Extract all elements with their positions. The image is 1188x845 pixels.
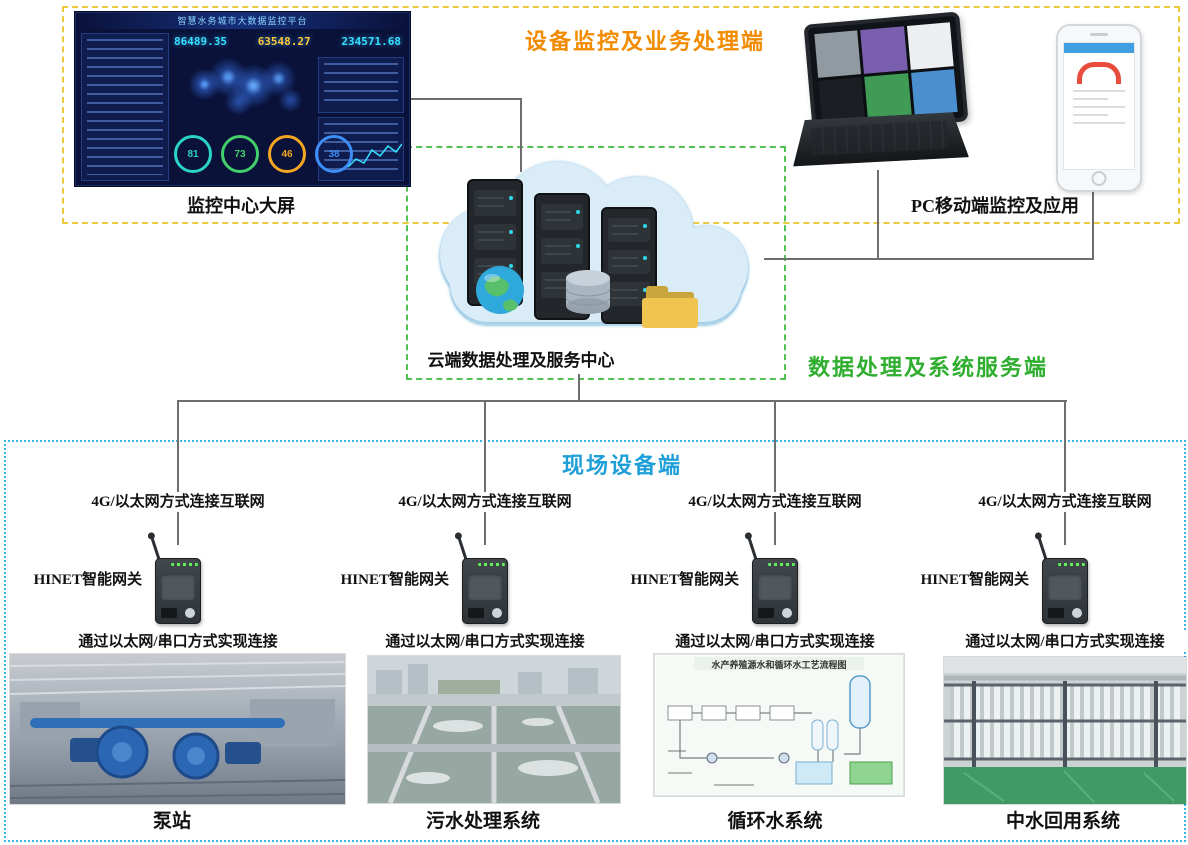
phone-graphic — [1056, 24, 1142, 192]
dashboard-left-panel — [81, 33, 169, 181]
database-icon — [565, 270, 611, 314]
sewage-plant-photo — [368, 656, 620, 803]
downlink-label-1: 通过以太网/串口方式实现连接 — [38, 630, 318, 651]
ethernet-port-icon — [758, 608, 774, 618]
gauge-circle: 81 — [174, 135, 212, 173]
connector-cloud-pc-h — [764, 258, 1094, 260]
gateway-label-3: HINET智能网关 — [630, 572, 739, 588]
globe-icon — [476, 266, 524, 314]
site-label-pump-station: 泵站 — [152, 811, 191, 832]
led-strip-icon — [768, 563, 795, 566]
led-strip-icon — [171, 563, 198, 566]
gateway-label-2: HINET智能网关 — [340, 572, 449, 588]
downlink-label-4: 通过以太网/串口方式实现连接 — [925, 630, 1188, 651]
gauge-circle: 46 — [268, 135, 306, 173]
site-label-reclaimed-water: 中水回用系统 — [1005, 811, 1120, 832]
gateway-device-icon — [746, 536, 804, 624]
stat-value: 86489.35 — [174, 35, 227, 48]
uplink-label-2: 4G/以太网方式连接互联网 — [377, 492, 593, 513]
zone-title-device-monitoring: 设备监控及业务处理端 — [524, 29, 766, 54]
dashboard-title: 智慧水务城市大数据监控平台 — [76, 13, 409, 29]
led-strip-icon — [1058, 563, 1085, 566]
connector-col3-v — [774, 400, 776, 545]
pc-mobile-label: PC移动端监控及应用 — [911, 196, 1079, 216]
gateway-device-icon — [1036, 536, 1094, 624]
phone-home-button — [1091, 171, 1107, 186]
stat-value: 63548.27 — [257, 35, 311, 48]
gauge-value: 73 — [234, 148, 246, 160]
server-tower-icon — [601, 207, 657, 324]
monitor-center-label: 监控中心大屏 — [187, 196, 295, 216]
gateway-label-4: HINET智能网关 — [920, 572, 1029, 588]
downlink-label-2: 通过以太网/串口方式实现连接 — [345, 630, 625, 651]
dashboard-world-map — [172, 57, 320, 129]
phone-screen — [1063, 42, 1135, 170]
dashboard-stats-row: 86489.35 63548.27 234571.68 — [174, 35, 401, 48]
pump-station-photo — [10, 654, 345, 804]
laptop-screen-pattern — [814, 22, 958, 124]
dashboard-sparkline — [348, 143, 402, 168]
connector-dashboard-cloud-h — [408, 98, 522, 100]
uplink-label-1: 4G/以太网方式连接互联网 — [70, 492, 286, 513]
gauge-value: 81 — [187, 148, 199, 160]
phone-speaker — [1090, 33, 1108, 36]
site-label-circulating-water: 循环水系统 — [727, 811, 823, 832]
connector-phone-v — [1092, 184, 1094, 260]
stat-value: 234571.68 — [341, 35, 401, 48]
dashboard-gauges: 81 73 46 38 — [174, 135, 353, 173]
connector-col2-v — [484, 400, 486, 545]
led-strip-icon — [478, 563, 505, 566]
gateway-device-icon — [149, 536, 207, 624]
uplink-label-3: 4G/以太网方式连接互联网 — [667, 492, 883, 513]
gauge-value: 46 — [281, 148, 293, 160]
connector-laptop-v — [877, 170, 879, 260]
uplink-label-4: 4G/以太网方式连接互联网 — [957, 492, 1173, 513]
process-flow-diagram: 水产养殖源水和循环水工艺流程图 — [654, 654, 904, 796]
flow-diagram-title: 水产养殖源水和循环水工艺流程图 — [711, 660, 847, 670]
ethernet-port-icon — [161, 608, 177, 618]
connector-cloud-down-v — [578, 374, 580, 402]
connector-dashboard-cloud-v — [520, 98, 522, 172]
phone-gauge-icon — [1077, 62, 1121, 84]
cloud-label: 云端数据处理及服务中心 — [427, 351, 615, 370]
gauge-circle: 38 — [315, 135, 353, 173]
membrane-system-photo — [944, 657, 1186, 804]
gateway-label-1: HINET智能网关 — [33, 572, 142, 588]
laptop-keyboard — [791, 111, 969, 172]
phone-app-header — [1064, 43, 1134, 53]
folder-icon — [642, 286, 698, 328]
connector-distribution-h — [177, 400, 1067, 402]
cloud-servers-graphic — [440, 162, 748, 328]
ethernet-port-icon — [1048, 608, 1064, 618]
zone-data-processing — [406, 146, 786, 380]
ethernet-port-icon — [468, 608, 484, 618]
laptop-graphic — [790, 11, 970, 181]
connector-col1-v — [177, 400, 179, 545]
zone-title-field-devices: 现场设备端 — [561, 453, 683, 478]
downlink-label-3: 通过以太网/串口方式实现连接 — [635, 630, 915, 651]
gateway-device-icon — [456, 536, 514, 624]
gauge-value: 38 — [328, 148, 340, 160]
connector-col4-v — [1064, 400, 1066, 545]
site-label-sewage-treatment: 污水处理系统 — [425, 811, 540, 832]
zone-title-data-processing: 数据处理及系统服务端 — [807, 355, 1049, 380]
monitor-dashboard-screen: 智慧水务城市大数据监控平台 86489.35 63548.27 234571.6… — [75, 12, 410, 186]
gauge-circle: 73 — [221, 135, 259, 173]
dashboard-right-panel-top — [318, 57, 404, 113]
